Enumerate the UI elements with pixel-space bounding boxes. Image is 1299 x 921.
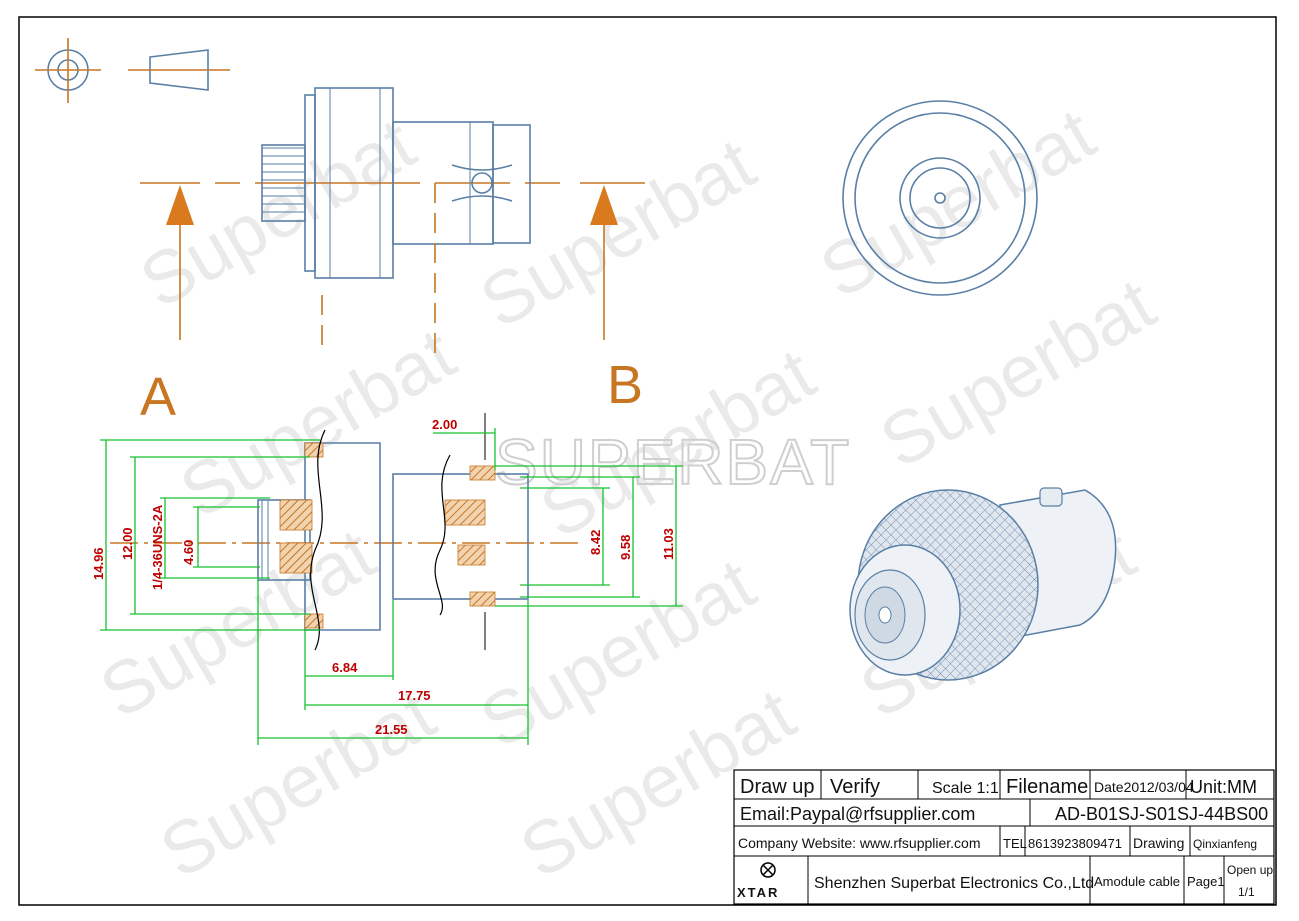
tb-verify: Verify bbox=[830, 776, 880, 798]
tb-unit: Unit:MM bbox=[1190, 777, 1257, 797]
tb-draw-up: Draw up bbox=[740, 776, 814, 798]
dim-17-75: 17.75 bbox=[398, 688, 431, 703]
tb-email: Email:Paypal@rfsupplier.com bbox=[740, 804, 975, 824]
dimension-lines bbox=[100, 428, 683, 745]
tb-company: Shenzhen Superbat Electronics Co.,Ltd bbox=[814, 875, 1094, 892]
tb-filename: Filename bbox=[1006, 776, 1088, 798]
section-label-a: A bbox=[140, 367, 176, 427]
tb-tel: 8613923809471 bbox=[1028, 836, 1122, 851]
tb-date: Date2012/03/04 bbox=[1094, 779, 1194, 795]
perspective-view bbox=[849, 487, 1117, 681]
watermark-text: Superbat bbox=[867, 262, 1169, 484]
dim-12-00: 12.00 bbox=[120, 527, 135, 560]
section-label-b: B bbox=[607, 355, 643, 415]
sheet-border bbox=[18, 16, 1277, 906]
tb-drawing-label: Drawing bbox=[1133, 835, 1184, 851]
dim-2-00: 2.00 bbox=[432, 417, 457, 432]
section-view bbox=[110, 413, 580, 651]
tb-drawer: Qinxianfeng bbox=[1193, 837, 1257, 851]
side-view bbox=[140, 87, 645, 355]
dim-4-60: 4.60 bbox=[181, 540, 196, 565]
tb-part-no: AD-B01SJ-S01SJ-44BS00 bbox=[1055, 804, 1268, 824]
tb-brand: XTAR bbox=[737, 885, 779, 900]
dim-14-96: 14.96 bbox=[91, 547, 106, 580]
tb-open-up: Open up bbox=[1227, 863, 1273, 877]
projection-symbol bbox=[35, 38, 230, 103]
front-view bbox=[842, 100, 1038, 296]
watermark-text: Superbat bbox=[167, 312, 469, 534]
tb-open-up-value: 1/1 bbox=[1238, 885, 1255, 899]
watermark-center-text: SUPERBAT bbox=[495, 426, 851, 498]
title-block bbox=[733, 769, 1275, 905]
dim-thread: 1/4-36UNS-2A bbox=[150, 504, 165, 590]
tb-scale: Scale 1:1 bbox=[932, 780, 999, 797]
dim-8-42: 8.42 bbox=[588, 530, 603, 555]
dim-9-58: 9.58 bbox=[618, 535, 633, 560]
tb-website: Company Website: www.rfsupplier.com bbox=[738, 835, 981, 851]
watermark-text: Superbat bbox=[467, 122, 769, 344]
dim-21-55: 21.55 bbox=[375, 722, 408, 737]
tb-tel-label: TEL bbox=[1003, 836, 1027, 851]
dim-6-84: 6.84 bbox=[332, 660, 358, 675]
tb-page: Page1 bbox=[1187, 874, 1225, 889]
tb-product: Amodule cable bbox=[1094, 874, 1180, 889]
dim-11-03: 11.03 bbox=[661, 528, 676, 560]
